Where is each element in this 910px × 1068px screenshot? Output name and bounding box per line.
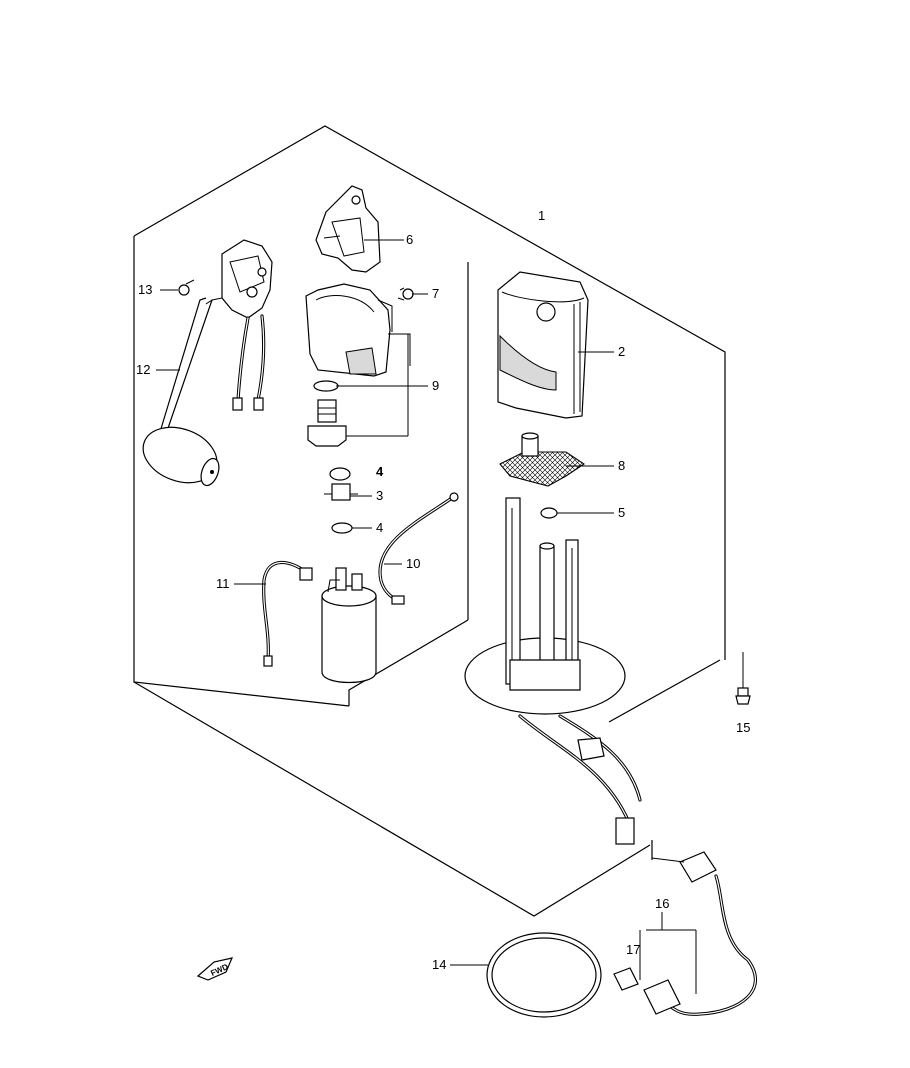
callout-5: 5 — [618, 505, 625, 520]
callout-15: 15 — [736, 720, 750, 735]
part-9-o-ring — [313, 380, 339, 392]
part-2-pump-case — [497, 271, 589, 419]
fwd-arrow-icon: FWD — [196, 957, 234, 981]
part-17-clip — [613, 967, 639, 991]
part-6-cover-plate — [315, 185, 381, 273]
assembly-label-1: 1 — [538, 208, 545, 223]
part-8-suction-filter — [499, 432, 585, 487]
pump-mounting-plate — [464, 497, 642, 845]
assembly-outline: 1 — [133, 125, 726, 917]
part-12-fuel-level-sender — [142, 239, 273, 487]
callout-4-bottom: 4 — [376, 520, 383, 535]
part-16-fuel-hose — [643, 851, 757, 1016]
callout-6: 6 — [406, 232, 413, 247]
callout-3: 3 — [376, 488, 383, 503]
part-13-screw — [178, 279, 195, 296]
part-14-gasket-inner — [491, 937, 597, 1013]
callout-11: 11 — [216, 576, 230, 591]
part-4-o-ring-top — [329, 467, 351, 481]
callout-8: 8 — [618, 458, 625, 473]
callout-13: 13 — [138, 282, 152, 297]
callout-10: 10 — [406, 556, 420, 571]
part-4-o-ring-bottom — [331, 522, 353, 534]
part-pressure-regulator — [307, 399, 347, 447]
callout-16: 16 — [655, 896, 669, 911]
part-5-o-ring — [540, 507, 558, 519]
part-11-lead-wire — [262, 560, 313, 667]
callout-17: 17 — [626, 942, 640, 957]
part-15-bolt — [735, 652, 751, 705]
callout-leaders — [156, 239, 697, 994]
callout-4-top: 4 — [376, 464, 384, 479]
callout-9: 9 — [432, 378, 439, 393]
part-10-lead-wire — [378, 492, 459, 605]
fuel-pump-motor — [321, 567, 377, 684]
callout-2: 2 — [618, 344, 625, 359]
part-7-screw — [397, 287, 414, 301]
callout-12: 12 — [136, 362, 150, 377]
part-9-filter-housing — [305, 283, 411, 377]
callout-14: 14 — [432, 957, 446, 972]
callout-7: 7 — [432, 286, 439, 301]
part-3-fitting — [324, 483, 358, 501]
